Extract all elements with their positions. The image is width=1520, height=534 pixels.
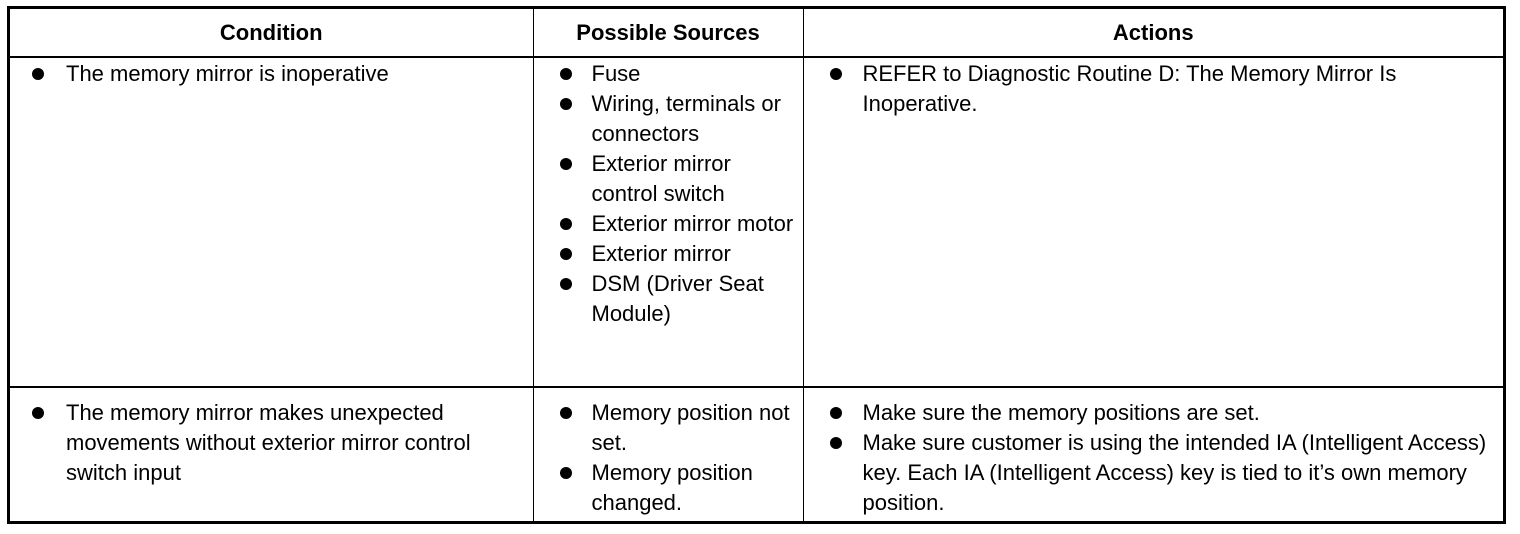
list-item: The memory mirror makes unexpected movem… xyxy=(10,398,533,488)
list-item: Memory position changed. xyxy=(534,458,803,518)
bullet-icon xyxy=(559,467,572,479)
bullet-icon xyxy=(559,98,572,110)
list-item: Make sure the memory positions are set. xyxy=(804,398,1504,428)
sources-cell: Fuse Wiring, terminals or connectors Ext… xyxy=(532,57,803,388)
source-text: Exterior mirror motor xyxy=(591,211,794,236)
condition-cell: The memory mirror is inoperative xyxy=(10,57,533,388)
source-text: Fuse xyxy=(591,61,641,86)
list-item: Exterior mirror control switch xyxy=(534,149,803,209)
header-possible-sources: Possible Sources xyxy=(532,9,803,58)
actions-list: Make sure the memory positions are set. … xyxy=(804,398,1504,518)
header-actions: Actions xyxy=(802,9,1503,58)
list-item: REFER to Diagnostic Routine D: The Memor… xyxy=(804,59,1504,119)
condition-text: The memory mirror makes unexpected movem… xyxy=(66,400,471,485)
source-text: Memory position not set. xyxy=(591,400,790,455)
bullet-icon xyxy=(32,68,44,80)
diagnostic-table-frame: Condition Possible Sources Actions The m… xyxy=(7,6,1506,524)
bullet-icon xyxy=(32,407,44,419)
sources-list: Fuse Wiring, terminals or connectors Ext… xyxy=(534,59,803,329)
action-text: Make sure customer is using the intended… xyxy=(862,430,1487,515)
sources-cell: Memory position not set. Memory position… xyxy=(532,387,803,521)
bullet-icon xyxy=(829,407,842,419)
list-item: DSM (Driver Seat Module) xyxy=(534,269,803,329)
action-text: Make sure the memory positions are set. xyxy=(862,400,1260,425)
action-text: REFER to Diagnostic Routine D: The Memor… xyxy=(862,61,1397,116)
actions-list: REFER to Diagnostic Routine D: The Memor… xyxy=(804,59,1504,119)
bullet-icon xyxy=(559,248,572,260)
list-item: The memory mirror is inoperative xyxy=(10,59,533,89)
source-text: Exterior mirror xyxy=(591,241,731,266)
bullet-icon xyxy=(559,68,572,80)
bullet-icon xyxy=(829,68,842,80)
list-item: Make sure customer is using the intended… xyxy=(804,428,1504,518)
list-item: Exterior mirror motor xyxy=(534,209,803,239)
condition-cell: The memory mirror makes unexpected movem… xyxy=(10,387,533,521)
sources-list: Memory position not set. Memory position… xyxy=(534,398,803,518)
table-row: The memory mirror makes unexpected movem… xyxy=(10,387,1503,521)
condition-text: The memory mirror is inoperative xyxy=(66,61,389,86)
list-item: Wiring, terminals or connectors xyxy=(534,89,803,149)
source-text: DSM (Driver Seat Module) xyxy=(591,271,764,326)
actions-cell: REFER to Diagnostic Routine D: The Memor… xyxy=(802,57,1504,388)
bullet-icon xyxy=(829,437,842,449)
source-text: Memory position changed. xyxy=(591,460,753,515)
diagnostic-table: Condition Possible Sources Actions The m… xyxy=(10,9,1503,521)
bullet-icon xyxy=(559,407,572,419)
header-row: Condition Possible Sources Actions xyxy=(10,9,1503,58)
bullet-icon xyxy=(559,278,572,290)
bullet-icon xyxy=(559,158,572,170)
source-text: Exterior mirror control switch xyxy=(591,151,731,206)
source-text: Wiring, terminals or connectors xyxy=(591,91,781,146)
list-item: Fuse xyxy=(534,59,803,89)
list-item: Exterior mirror xyxy=(534,239,803,269)
header-condition: Condition xyxy=(10,9,533,58)
condition-list: The memory mirror is inoperative xyxy=(10,59,533,89)
list-item: Memory position not set. xyxy=(534,398,803,458)
bullet-icon xyxy=(559,218,572,230)
actions-cell: Make sure the memory positions are set. … xyxy=(802,387,1504,521)
condition-list: The memory mirror makes unexpected movem… xyxy=(10,398,533,488)
table-row: The memory mirror is inoperative Fuse Wi… xyxy=(10,57,1504,388)
